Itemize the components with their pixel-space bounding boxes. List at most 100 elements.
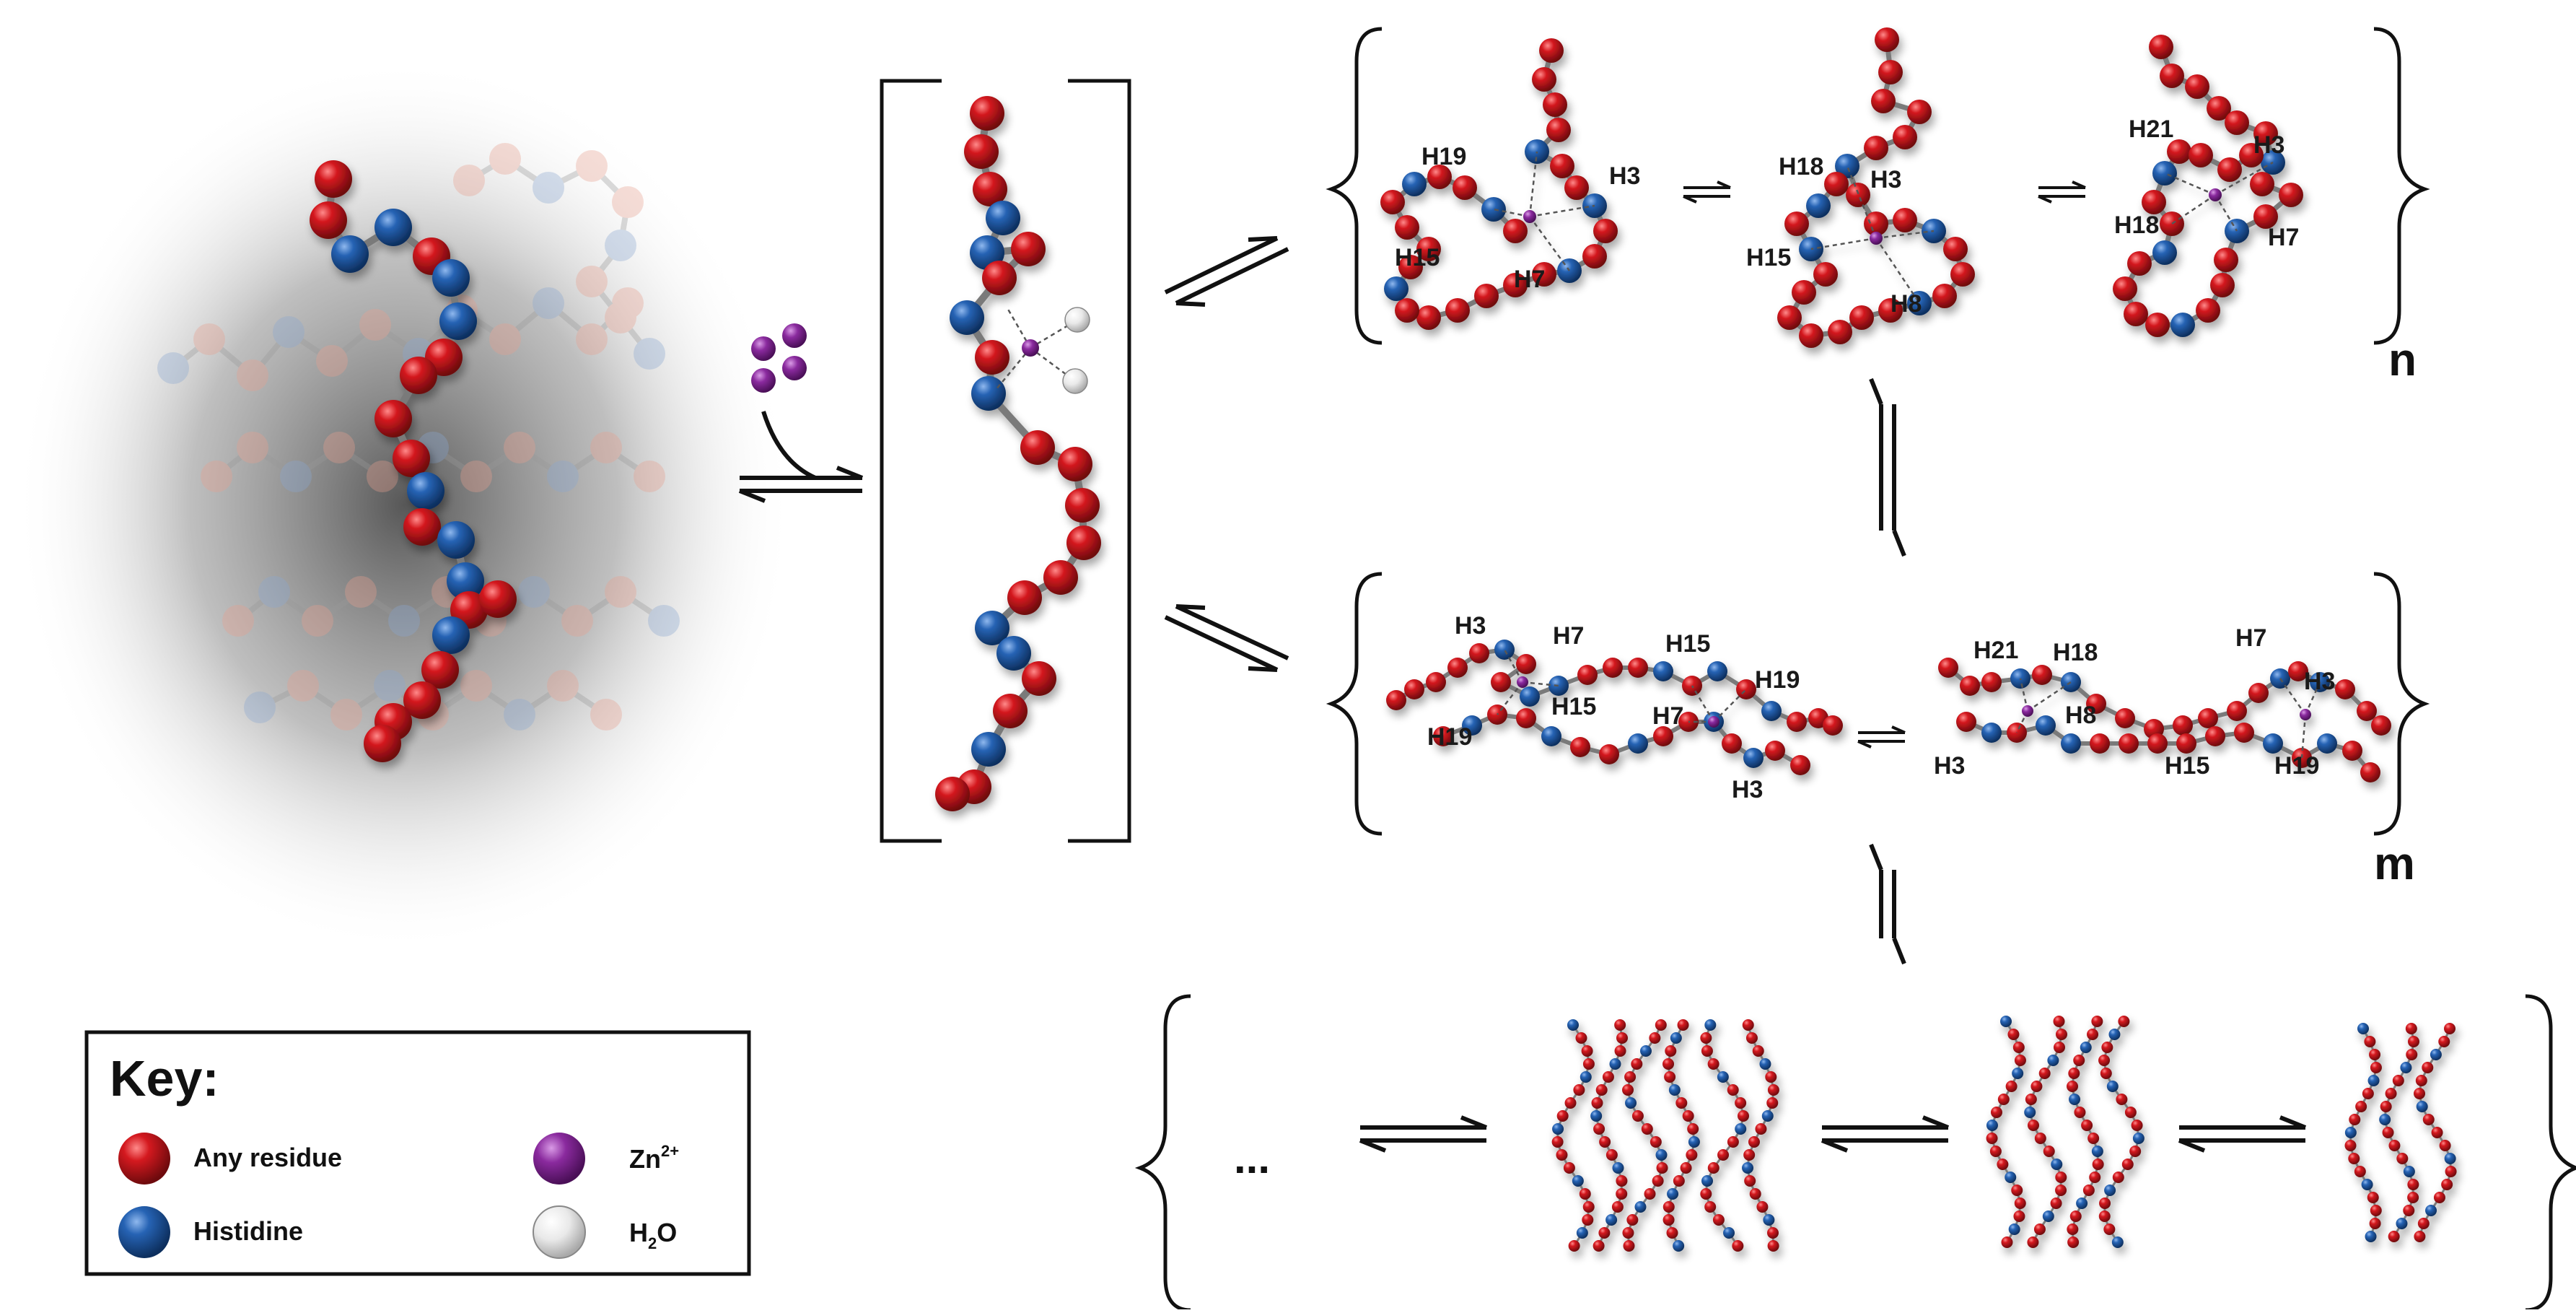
ghost-bead (258, 576, 290, 608)
residue-bead (2011, 1185, 2023, 1196)
residue-bead (1564, 1162, 1575, 1174)
residue-bead (1675, 1097, 1687, 1109)
residue-label: H7 (2268, 224, 2299, 251)
residue-bead (2067, 1236, 2079, 1248)
residue-bead (1907, 100, 1932, 124)
residue-bead (2335, 679, 2355, 699)
histidine-bead (2076, 1198, 2087, 1209)
histidine-bead (1653, 661, 1673, 681)
ghost-bead (605, 576, 636, 608)
residue-bead (1628, 658, 1648, 678)
histidine-bead (986, 201, 1020, 235)
water-sphere-icon (533, 1206, 585, 1258)
residue-bead (2386, 1088, 2397, 1099)
histidine-bead (2080, 1042, 2092, 1053)
residue-bead (2214, 248, 2238, 272)
histidine-bead (1572, 1175, 1584, 1187)
residue-bead (1615, 1045, 1626, 1057)
residue-bead (1998, 1094, 2010, 1105)
histidine-bead (2133, 1133, 2145, 1144)
residue-bead (1828, 320, 1852, 344)
residue-bead (2227, 701, 2247, 721)
left-brace (1140, 996, 1191, 1309)
residue-bead (2013, 1211, 2025, 1222)
residue-bead (2039, 1068, 2051, 1079)
residue-label: H15 (1395, 244, 1440, 271)
residue-bead (1750, 1188, 1761, 1200)
residue-bead (2051, 1198, 2062, 1209)
ghost-bead (605, 302, 636, 333)
n-structure-3 (2113, 35, 2303, 337)
ghost-bead (533, 287, 564, 319)
ghost-bead (367, 461, 398, 492)
residue-bead (2067, 1081, 2078, 1092)
ghost-bead (590, 432, 622, 463)
residue-bead (1650, 1136, 1662, 1148)
residue-bead (964, 134, 999, 169)
residue-bead (1655, 1019, 1667, 1031)
residue-bead (2198, 708, 2218, 728)
residue-bead (1058, 447, 1092, 481)
residue-bead (1700, 1032, 1712, 1044)
residue-bead (2122, 1159, 2134, 1170)
residue-bead (1663, 1214, 1675, 1226)
coordination-bond (1530, 217, 1569, 271)
group-n: n H19 H3 H15 H7 H18 H3 H15 H8 H21 H3 H18… (1331, 27, 2424, 385)
zinc-ion (751, 368, 776, 393)
histidine-bead (1520, 686, 1540, 707)
ghost-bead (287, 670, 319, 702)
residue-bead (2100, 1068, 2112, 1079)
residue-label: H15 (2165, 752, 2209, 780)
residue-bead (2348, 1153, 2360, 1164)
histidine-bead (2107, 1081, 2119, 1092)
right-brace (2525, 996, 2576, 1309)
residue-bead (2355, 1101, 2367, 1112)
residue-bead (2035, 1133, 2046, 1144)
histidine-bead (1806, 193, 1831, 218)
residue-bead (1404, 679, 1424, 699)
residue-bead (2124, 302, 2148, 326)
residue-bead (1626, 1214, 1638, 1226)
residue-label: H19 (1421, 143, 1466, 170)
residue-bead (1022, 661, 1056, 696)
residue-bead (1738, 1110, 1749, 1122)
residue-bead (364, 725, 401, 762)
residue-bead (400, 357, 437, 394)
residue-bead (2342, 741, 2362, 761)
residue-bead (1704, 1201, 1716, 1213)
histidine-bead (2445, 1153, 2456, 1164)
residue-bead (2132, 1120, 2143, 1131)
residue-bead (1599, 1136, 1611, 1148)
zinc-ion (2022, 705, 2033, 717)
aggregate-group: ... (1140, 996, 2576, 1309)
ghost-bead (634, 461, 665, 492)
residue-label: H8 (1891, 290, 1922, 318)
histidine-bead (1612, 1162, 1624, 1174)
residue-bead (2438, 1036, 2450, 1047)
water-molecule (1063, 369, 1087, 393)
ghost-bead (460, 461, 492, 492)
residue-bead (2149, 35, 2173, 59)
residue-bead (2001, 1236, 2012, 1248)
residue-bead (1981, 672, 2002, 692)
residue-bead (935, 777, 970, 811)
residue-label: H7 (2235, 624, 2266, 652)
equilibrium-arrow-to-n-group (1165, 238, 1288, 305)
histidine-bead (2425, 1205, 2437, 1216)
residue-bead (2407, 1179, 2419, 1190)
residue-label: H18 (1779, 153, 1823, 180)
residue-bead (1743, 1019, 1754, 1031)
residue-bead (2116, 1094, 2127, 1105)
histidine-bead (2009, 1223, 2020, 1235)
residue-label: H18 (2114, 211, 2159, 239)
right-brace (2374, 574, 2424, 834)
histidine-bead (1743, 748, 1764, 768)
residue-bead (2248, 683, 2269, 703)
residue-label: H21 (2129, 115, 2173, 143)
residue-sphere-icon (118, 1133, 170, 1185)
histidine-bead (1981, 723, 2002, 743)
ghost-bead (612, 186, 644, 218)
residue-bead (2043, 1146, 2055, 1157)
aggregate-small (2345, 1023, 2457, 1242)
residue-bead (1386, 690, 1406, 710)
